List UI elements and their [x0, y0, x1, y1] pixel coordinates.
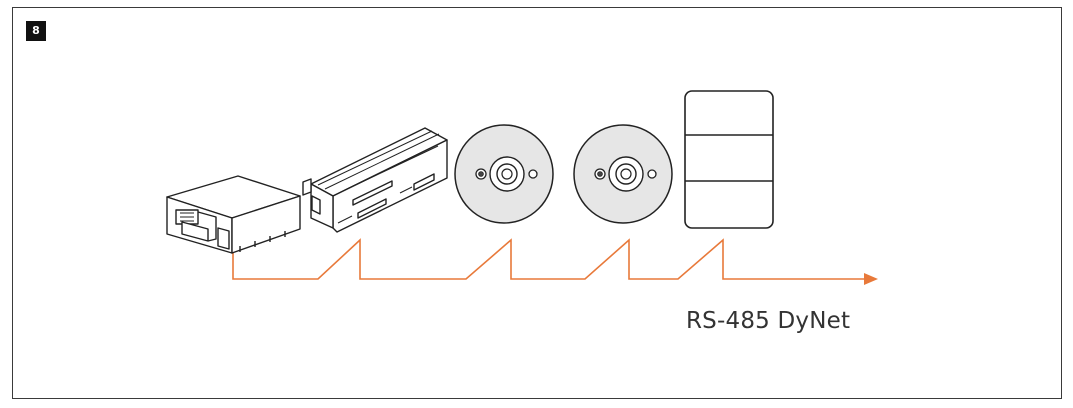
ceiling-sensor-icon — [573, 124, 673, 224]
din-rail-controller-icon — [302, 127, 448, 233]
bus-arrow-icon — [864, 273, 878, 285]
step-number-badge: 8 — [26, 21, 46, 41]
ceiling-sensor-icon — [454, 124, 554, 224]
bus-label: RS-485 DyNet — [686, 308, 851, 334]
rs485-bus-wire — [232, 238, 878, 285]
gateway-box-icon — [166, 175, 301, 254]
wall-keypad-icon — [684, 90, 774, 229]
figure-frame — [12, 7, 1062, 399]
